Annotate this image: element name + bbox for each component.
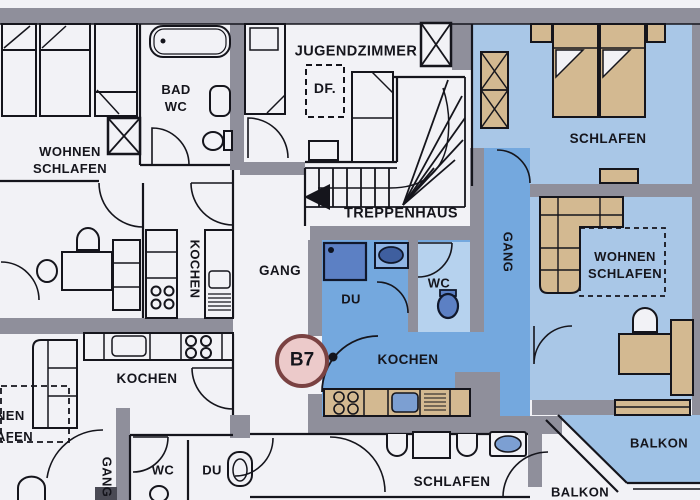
dashed-outline	[0, 385, 70, 443]
unit-badge-circle	[275, 334, 329, 388]
wall-top	[0, 8, 700, 24]
nightstand	[308, 140, 339, 161]
furniture-schlafen-bottom	[234, 431, 549, 498]
wall-schlafen-b-pier	[528, 427, 542, 487]
kitchen-sink	[208, 270, 231, 289]
door-arc	[496, 149, 531, 184]
basin	[386, 434, 408, 457]
table	[61, 251, 113, 291]
bed	[39, 23, 91, 117]
basin	[456, 434, 478, 457]
furniture-schlafen-tr	[480, 23, 666, 184]
toilet	[149, 485, 169, 500]
chair	[632, 307, 658, 333]
table	[618, 333, 672, 375]
door-arc	[376, 281, 409, 314]
chair	[76, 227, 100, 251]
room-wc	[415, 242, 470, 332]
door-arc	[191, 367, 234, 410]
door-arc	[234, 437, 274, 477]
room-balkon	[558, 415, 700, 483]
nightstand	[530, 23, 553, 43]
staircase	[304, 77, 466, 210]
door-arc	[46, 429, 104, 479]
door-arc	[417, 242, 453, 278]
sofa	[112, 239, 141, 311]
stair-direction-arrow	[304, 184, 330, 210]
furniture-left-lower	[0, 182, 234, 319]
entrance-door-arc	[321, 335, 379, 393]
furniture-top-left	[1, 23, 233, 166]
wall-entrance-pier	[308, 394, 322, 434]
door-arc	[247, 117, 289, 159]
furniture-jugendzimmer	[244, 21, 453, 163]
cabinet	[412, 431, 451, 459]
bed-fold	[555, 49, 585, 79]
wall-duwc-top	[310, 226, 484, 240]
badge-pointer-dot	[328, 352, 338, 362]
wall-left-jz	[230, 8, 244, 170]
bench	[670, 319, 694, 396]
wall-right	[692, 8, 700, 415]
wall-bottom-band-left	[230, 415, 250, 438]
wall-du-left	[308, 240, 322, 336]
bed	[94, 23, 138, 117]
wall-dark-bottomleft	[95, 487, 117, 500]
door-arc	[190, 182, 234, 226]
door-arc	[329, 436, 386, 493]
pillow	[249, 27, 279, 51]
furniture-wohnen-right	[533, 196, 694, 416]
toilet	[227, 451, 253, 487]
kitchen-sink	[111, 335, 147, 357]
wall-jz-tr	[452, 8, 472, 70]
door-arc	[151, 127, 190, 166]
furniture-kochen-apartment	[321, 335, 471, 417]
nightstand	[646, 23, 666, 43]
wall-jz-bottomleft	[240, 162, 305, 175]
roof-window-outline	[305, 64, 345, 118]
door-arc	[98, 182, 144, 228]
dashed-outline	[579, 227, 666, 297]
walls-gray-layer	[0, 8, 700, 500]
wall-bottom-band	[322, 416, 562, 434]
unit-badge-group	[275, 334, 338, 388]
shower-drain	[328, 247, 334, 253]
wall-left-band	[0, 318, 233, 334]
toilet-tank	[223, 130, 233, 151]
dresser	[599, 168, 639, 184]
door-arc	[533, 325, 573, 365]
wall-wohnen-bottom	[532, 400, 618, 415]
sofa	[32, 339, 78, 429]
toilet	[436, 292, 460, 320]
fixtures-du-wc	[322, 241, 460, 320]
bed	[351, 71, 394, 163]
bed	[1, 23, 37, 117]
door-arc	[502, 451, 549, 498]
wall-bottomleft-vert	[116, 408, 130, 500]
chair	[36, 259, 58, 283]
furniture-bottom-left	[0, 332, 253, 500]
sofa	[539, 196, 624, 294]
bed	[599, 23, 646, 118]
basin	[17, 475, 46, 500]
basin	[494, 435, 522, 453]
wall-du-wc-divider	[408, 240, 418, 332]
wall-schlafen-bottom	[530, 184, 692, 197]
sink	[209, 85, 231, 117]
kitchen-sink	[391, 392, 419, 413]
room-gang-apartment	[482, 148, 530, 416]
bed-fold	[602, 49, 632, 79]
basin	[378, 246, 404, 264]
toilet	[202, 131, 224, 151]
door-arc	[0, 261, 40, 301]
door-arc	[132, 436, 169, 473]
